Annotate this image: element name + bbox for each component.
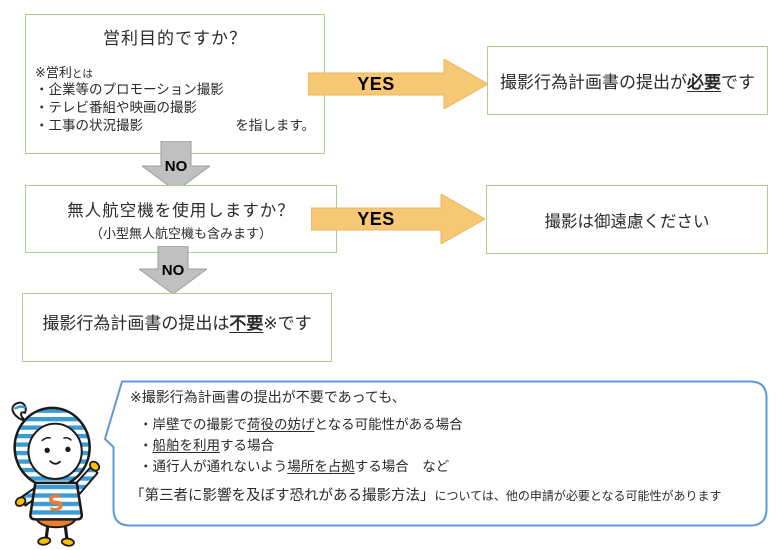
striped-hood-mascot: S bbox=[11, 401, 101, 547]
eyebrow bbox=[41, 436, 51, 442]
right-block-arrow-icon bbox=[308, 59, 488, 109]
question-box-drone: 無人航空機を使用しますか？ （小型無人航空機も含みます） bbox=[25, 185, 337, 253]
footer-quote: 「第三者に影響を及ぼす恐れがある撮影方法」 bbox=[130, 488, 435, 504]
note-suffix: とは bbox=[71, 68, 93, 80]
footer-rest: については、他の申請が必要となる可能性があります bbox=[434, 489, 722, 503]
result-3-emphasis: 不要 bbox=[229, 314, 264, 333]
down-block-arrow-icon bbox=[142, 141, 210, 191]
down-block-arrow-icon bbox=[139, 246, 207, 294]
question-1-title: 営利目的ですか？ bbox=[103, 29, 247, 48]
eye bbox=[44, 447, 50, 453]
mitten bbox=[14, 496, 27, 507]
list-item: ・テレビ番組や映画の撮影 bbox=[35, 100, 197, 115]
no-label-1: NO bbox=[164, 157, 188, 175]
foot bbox=[37, 536, 52, 546]
mitten bbox=[89, 460, 101, 472]
result-box-required: 撮影行為計画書の提出が必要です bbox=[487, 46, 768, 115]
no-arrow-1: NO bbox=[142, 141, 210, 191]
yes-arrow-1: YES bbox=[308, 59, 488, 109]
bullet-underlined: 場所を占拠 bbox=[287, 459, 355, 474]
foot bbox=[60, 537, 75, 547]
result-box-refrain: 撮影は御遠慮ください bbox=[486, 185, 768, 254]
bullet-pre: ・岸壁での撮影で bbox=[139, 417, 247, 432]
list-tail-text: を指します。 bbox=[235, 118, 315, 133]
eye bbox=[65, 446, 71, 452]
result-3-text: 撮影行為計画書の提出は不要※です bbox=[42, 309, 311, 334]
bullet-post: する場合 bbox=[220, 438, 274, 453]
eyebrow bbox=[63, 436, 72, 441]
yes-label-2: YES bbox=[357, 208, 395, 229]
callout-footer: 「第三者に影響を及ぼす恐れがある撮影方法」については、他の申請が必要となる可能性… bbox=[130, 486, 758, 506]
result-3-post: ※です bbox=[263, 314, 312, 333]
hood-tip bbox=[11, 401, 27, 422]
yes-arrow-2: YES bbox=[311, 194, 485, 244]
torso bbox=[29, 481, 84, 521]
result-1-text: 撮影行為計画書の提出が必要です bbox=[500, 68, 755, 93]
note-callout-bubble: ※撮影行為計画書の提出が不要であっても、 ・岸壁での撮影で荷役の妨げとなる可能性… bbox=[104, 380, 768, 527]
right-block-arrow-icon bbox=[311, 194, 485, 244]
callout-bullets: ・岸壁での撮影で荷役の妨げとなる可能性がある場合 ・船舶を利用する場合 ・通行人… bbox=[130, 414, 758, 477]
question-2-title: 無人航空機を使用しますか？ bbox=[67, 201, 295, 220]
bullet-underlined: 荷役の妨げ bbox=[247, 417, 315, 432]
question-box-commercial: 営利目的ですか？ ※営利とは ・企業等のプロモーション撮影 ・テレビ番組や映画の… bbox=[25, 14, 325, 154]
bullet-post: する場合 など bbox=[354, 459, 450, 474]
bullet-pre: ・ bbox=[139, 438, 153, 453]
list-item-text: ・工事の状況撮影 bbox=[35, 118, 143, 133]
callout-line1: ※撮影行為計画書の提出が不要であっても、 bbox=[130, 389, 406, 405]
face bbox=[27, 422, 83, 480]
chest-letter: S bbox=[47, 491, 66, 518]
result-2-text: 撮影は御遠慮ください bbox=[544, 212, 710, 231]
bullet-post: となる可能性がある場合 bbox=[314, 417, 463, 432]
note-prefix: ※営利 bbox=[35, 65, 72, 80]
callout-bullet: ・岸壁での撮影で荷役の妨げとなる可能性がある場合 bbox=[139, 414, 758, 435]
list-item: ・工事の状況撮影 を指します。 bbox=[26, 117, 324, 135]
question-1-note: ※営利とは bbox=[26, 62, 324, 81]
no-label-2: NO bbox=[161, 261, 185, 279]
result-1-pre: 撮影行為計画書の提出が bbox=[500, 73, 687, 92]
result-1-post: です bbox=[721, 73, 755, 92]
result-3-pre: 撮影行為計画書の提出は bbox=[42, 314, 230, 333]
list-item: ・企業等のプロモーション撮影 bbox=[35, 82, 224, 97]
no-arrow-2: NO bbox=[139, 246, 207, 294]
yes-label-1: YES bbox=[357, 73, 395, 94]
result-box-not-required: 撮影行為計画書の提出は不要※です bbox=[22, 293, 332, 362]
result-1-emphasis: 必要 bbox=[687, 73, 721, 92]
callout-content: ※撮影行為計画書の提出が不要であっても、 ・岸壁での撮影で荷役の妨げとなる可能性… bbox=[130, 387, 758, 506]
callout-bullet: ・船舶を利用する場合 bbox=[139, 435, 758, 456]
question-2-subtitle: （小型無人航空機も含みます） bbox=[89, 225, 272, 241]
bullet-pre: ・通行人が通れないよう bbox=[139, 459, 288, 474]
speech-bubble-outline bbox=[104, 380, 768, 527]
bullet-underlined: 船舶を利用 bbox=[152, 438, 221, 453]
mouth bbox=[49, 460, 61, 465]
callout-bullet: ・通行人が通れないよう場所を占拠する場合 など bbox=[139, 456, 758, 477]
